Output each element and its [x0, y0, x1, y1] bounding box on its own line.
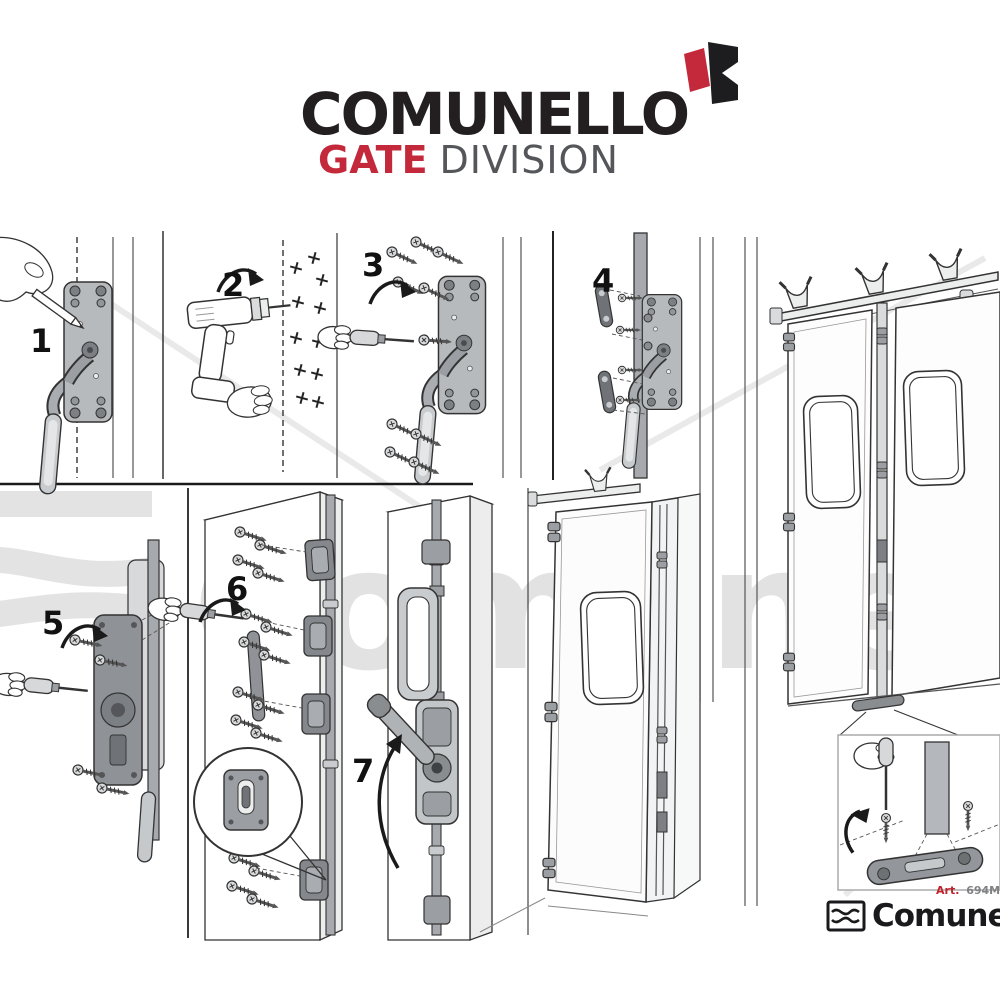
step-1-illustration: 1	[0, 236, 112, 494]
lock-plate	[414, 276, 485, 484]
screw-icon	[429, 243, 467, 270]
center-lock-rod	[876, 302, 888, 702]
door-panel-right	[891, 291, 1000, 697]
rod-guide	[421, 539, 451, 565]
lock-lever	[366, 693, 435, 765]
floor-plate	[866, 846, 984, 886]
step-3-illustration: 3	[315, 233, 485, 484]
waves-icon	[826, 900, 866, 932]
brand-flag-icon	[684, 42, 738, 104]
step-1-number: 1	[30, 322, 52, 360]
rod-latch	[876, 539, 888, 563]
nut	[643, 313, 653, 323]
roller-hanger	[854, 261, 894, 298]
floor-plate	[851, 694, 905, 712]
magnified-callout	[193, 747, 327, 881]
curved-arrow-icon	[377, 740, 400, 869]
keeper-plate	[223, 769, 269, 831]
track-stub	[531, 483, 641, 505]
double-doors-illustration	[769, 247, 1000, 736]
floor-plate-inset	[831, 734, 1000, 891]
step-2-number: 2	[222, 266, 244, 304]
roller-hanger	[928, 247, 968, 284]
step-4-number: 4	[592, 262, 614, 300]
step-7-illustration: 7	[352, 495, 495, 941]
division-label: DIVISION	[439, 138, 619, 182]
bottom-keeper	[423, 895, 451, 925]
article-number: Art. 694M	[936, 884, 1000, 897]
rod-latch	[656, 771, 668, 799]
panel-frame-lines	[0, 231, 758, 938]
door-window	[802, 394, 862, 510]
article-prefix: Art.	[936, 884, 960, 897]
brand-wordmark: COMUNELLO	[300, 80, 690, 148]
step-5-illustration: 5	[0, 539, 175, 863]
step-3-number: 3	[362, 246, 384, 284]
door-window	[902, 369, 966, 487]
step-5-number: 5	[42, 604, 64, 642]
step-6-illustration: 6	[145, 491, 345, 942]
track-end-cap	[769, 307, 783, 325]
drill	[186, 296, 291, 418]
door-window	[579, 590, 645, 706]
assembly-guides	[609, 289, 646, 415]
article-code: 694M	[966, 884, 1000, 897]
footer-brand-wordmark: Comunello	[872, 898, 1000, 934]
link-piece	[597, 370, 617, 414]
roller-hanger	[778, 275, 818, 312]
rod-bracket	[301, 693, 331, 735]
lock-plate	[39, 282, 112, 494]
gate-label: GATE	[318, 138, 428, 182]
step-7-number: 7	[352, 752, 374, 790]
nut	[643, 341, 653, 351]
footer-brand: Comunello	[826, 898, 1000, 934]
step-4-illustration: 4	[592, 232, 682, 479]
handle-rail	[397, 587, 439, 701]
hand-with-screwdriver	[853, 737, 895, 810]
lock-rod	[147, 539, 160, 841]
callout-wedge	[839, 709, 959, 736]
rod-bracket	[303, 615, 333, 657]
hand-with-pencil	[0, 236, 85, 330]
rod-end	[924, 741, 950, 835]
screw-icon	[383, 243, 421, 270]
assembly-guides	[255, 544, 307, 877]
link-piece	[594, 284, 614, 328]
bifold-door-illustration	[479, 465, 701, 933]
hand-with-screwdriver	[315, 322, 416, 356]
lock-handle	[136, 791, 157, 863]
lock-cover	[93, 614, 143, 786]
assembly-guides	[839, 819, 1000, 863]
rod-latch	[656, 811, 668, 833]
rod-bracket	[303, 538, 337, 582]
hand-with-screwdriver	[0, 669, 91, 705]
step-6-number: 6	[226, 570, 248, 608]
step-2-illustration: 2	[186, 249, 331, 418]
